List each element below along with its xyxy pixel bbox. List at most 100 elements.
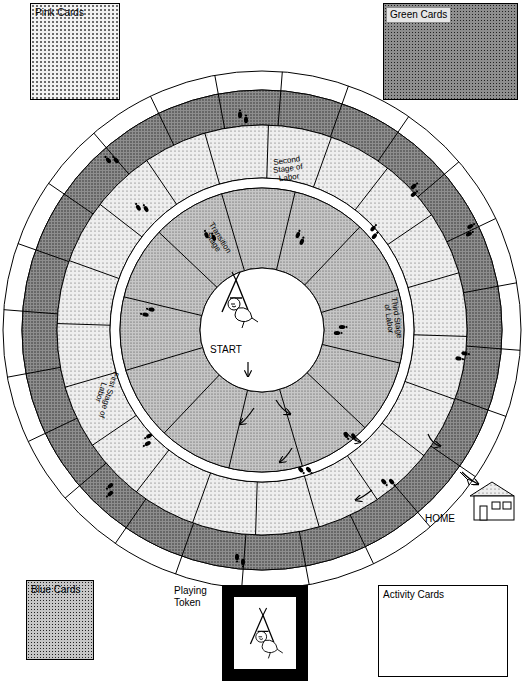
card-label: Playing Token — [174, 585, 218, 608]
token-figure — [250, 608, 282, 658]
footprints — [101, 482, 118, 499]
space-divider — [256, 482, 258, 535]
ring-band — [110, 178, 414, 482]
token-figure — [222, 272, 258, 328]
space-divider — [276, 192, 295, 270]
space-divider — [347, 456, 377, 500]
space-divider — [28, 418, 77, 441]
space-divider — [115, 499, 146, 544]
space-divider — [350, 515, 373, 564]
space-divider — [307, 373, 365, 428]
ring-band — [200, 268, 324, 392]
space-divider — [57, 324, 110, 326]
card-label: Blue Cards — [27, 581, 93, 599]
stage-label: Transition Stage — [196, 214, 237, 265]
ring-band — [57, 125, 467, 535]
path-arrow — [346, 432, 360, 442]
home-label: HOME — [425, 513, 455, 524]
footprints — [297, 462, 314, 479]
footprints — [455, 350, 470, 362]
space-divider — [280, 389, 303, 466]
stage-space: First Stage of Labor — [88, 367, 119, 420]
space-divider — [242, 534, 246, 588]
space-divider — [388, 215, 432, 245]
space-divider — [382, 423, 424, 455]
space-divider — [193, 473, 211, 523]
start-circle: START — [200, 268, 324, 392]
space-divider — [100, 204, 142, 236]
footprints — [139, 433, 156, 449]
stage-space: Transition Stage — [196, 214, 237, 265]
space-divider — [278, 72, 282, 126]
space-divider — [222, 194, 245, 271]
space-divider — [466, 346, 520, 350]
start-label: START — [210, 344, 242, 356]
stage-space: Third Stage of Labor — [380, 293, 403, 343]
space-divider — [136, 450, 168, 492]
home-house — [460, 472, 514, 520]
card-deck: Green Cards — [383, 3, 518, 100]
footprints — [380, 474, 397, 491]
path-arrow — [280, 448, 292, 462]
space-divider — [49, 183, 94, 214]
space-divider — [455, 398, 506, 416]
path-arrow — [356, 490, 372, 500]
space-divider — [418, 162, 459, 197]
footprints — [103, 151, 120, 168]
space-divider — [4, 310, 58, 314]
footprints — [406, 181, 423, 198]
space-divider — [69, 261, 119, 279]
space-divider — [215, 75, 225, 128]
space-divider — [65, 463, 106, 498]
space-divider — [7, 367, 60, 377]
stage-label: Third Stage of Labor — [380, 293, 403, 343]
path-arrow — [428, 434, 440, 446]
space-divider — [147, 160, 177, 204]
space-divider — [304, 476, 319, 527]
path-arrow — [276, 400, 290, 414]
space-divider — [378, 117, 409, 162]
footprints — [235, 554, 245, 568]
path-arrow — [462, 472, 478, 484]
board-rings — [3, 71, 521, 589]
space-divider — [408, 273, 459, 288]
space-divider — [229, 390, 248, 468]
space-divider — [267, 125, 269, 178]
token-card-art — [222, 585, 308, 681]
space-divider — [313, 137, 331, 187]
space-divider — [176, 523, 194, 574]
footprints — [462, 222, 479, 238]
space-divider — [305, 227, 360, 285]
space-divider — [330, 86, 348, 137]
footprints — [293, 229, 307, 245]
space-divider — [205, 133, 220, 184]
ring-band — [3, 71, 521, 589]
space-divider — [464, 283, 517, 293]
footprints — [366, 223, 383, 240]
footprints — [334, 325, 348, 335]
card-deck: Blue Cards — [26, 580, 94, 660]
space-divider — [164, 375, 219, 433]
space-divider — [431, 446, 476, 477]
space-divider — [395, 486, 430, 527]
card-deck: Activity Cards — [378, 585, 508, 677]
space-divider — [126, 348, 203, 371]
card-label: Green Cards — [387, 8, 450, 22]
ring-band — [120, 188, 404, 472]
footprints — [238, 109, 248, 123]
space-divider — [94, 133, 129, 174]
space-divider — [414, 335, 467, 337]
stage-label: First Stage of Labor — [88, 367, 119, 420]
space-divider — [124, 297, 202, 316]
footprints — [134, 199, 150, 216]
space-divider — [355, 168, 387, 210]
space-divider — [447, 218, 496, 241]
space-divider — [322, 344, 400, 363]
space-divider — [150, 96, 173, 145]
card-label: Pink Cards — [31, 4, 119, 22]
stage-space: Second Stage of Labor — [261, 154, 314, 186]
path-arrow — [240, 408, 254, 424]
path-arrow — [247, 362, 248, 376]
space-divider — [18, 244, 69, 262]
card-label: Activity Cards — [379, 586, 507, 604]
